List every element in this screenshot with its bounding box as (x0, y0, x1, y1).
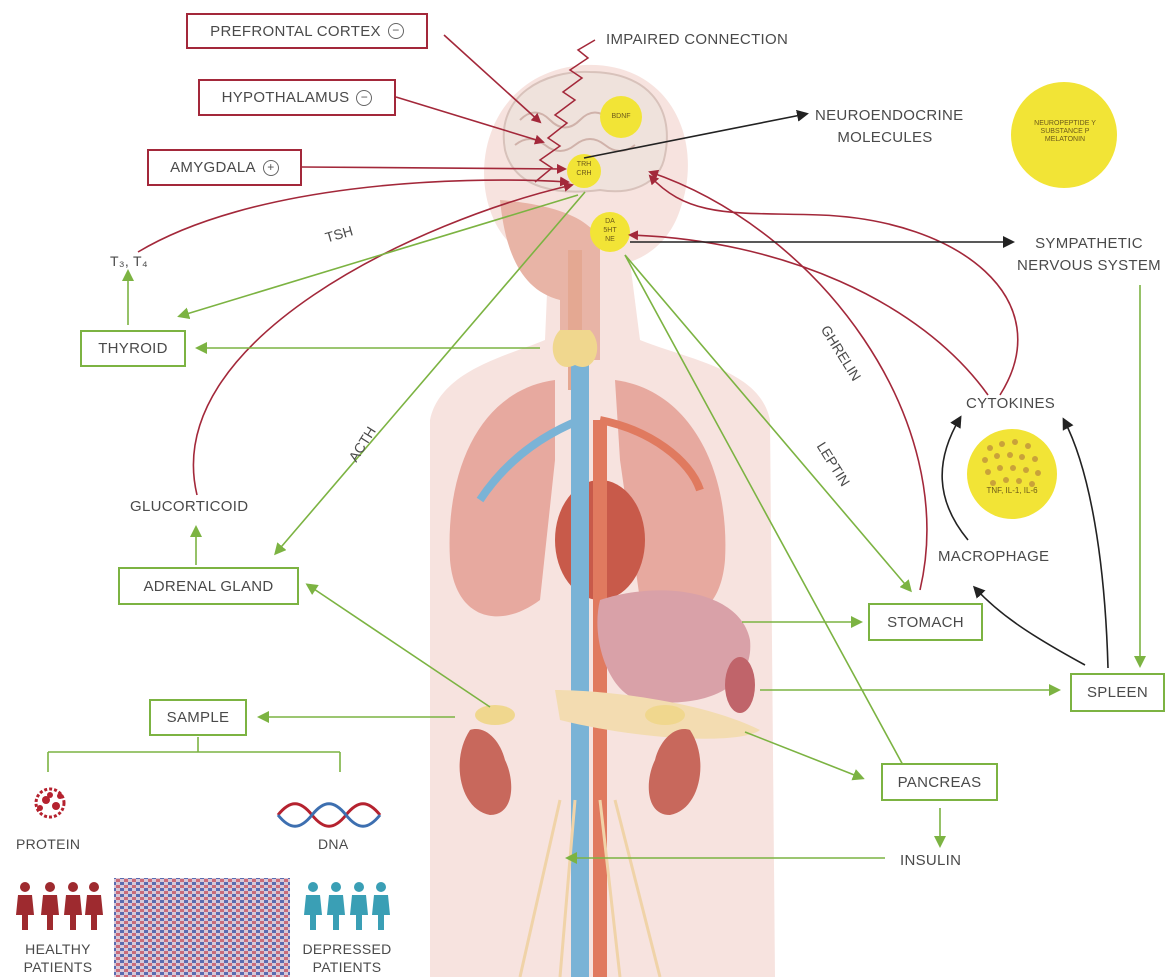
macrophage-label: MACROPHAGE (938, 548, 1049, 565)
t3t4-label: T₃, T₄ (110, 253, 148, 269)
neuropeptide-y-label: NEUROPEPTIDE Y (1020, 120, 1110, 128)
hypothalamus-label: HYPOTHALAMUS (222, 89, 350, 106)
sympathetic-line1: SYMPATHETIC (1010, 233, 1168, 255)
depressed-line2: PATIENTS (292, 958, 402, 976)
thyroid-box: THYROID (80, 330, 186, 367)
sympathetic-label: SYMPATHETIC NERVOUS SYSTEM (1010, 233, 1168, 277)
glucorticoid-label: GLUCORTICOID (130, 498, 248, 515)
dna-label: DNA (318, 836, 348, 852)
excite-symbol: + (263, 160, 279, 176)
protein-label: PROTEIN (16, 836, 80, 852)
depressed-patients-label: DEPRESSED PATIENTS (292, 940, 402, 976)
substance-p-label: SUBSTANCE P (1020, 128, 1110, 136)
healthy-figures-icon (16, 882, 103, 930)
pancreas-box: PANCREAS (881, 763, 998, 801)
prefrontal-cortex-label: PREFRONTAL CORTEX (210, 23, 381, 40)
crh-label: CRH (572, 170, 596, 178)
hypothalamus-box: HYPOTHALAMUS − (198, 79, 396, 116)
healthy-patients-label: HEALTHY PATIENTS (8, 940, 108, 976)
healthy-line1: HEALTHY (8, 940, 108, 958)
sympathetic-line2: NERVOUS SYSTEM (1010, 255, 1168, 277)
arrow-spleen-macrophage (975, 588, 1085, 665)
protein-icon (36, 789, 64, 817)
neuroendocrine-label: NEUROENDOCRINE MOLECULES (815, 105, 955, 149)
arrow-macrophage-cytokines (942, 418, 968, 540)
arrow-spleen-cytokines (1064, 420, 1108, 668)
cytokines-label: CYTOKINES (966, 395, 1055, 412)
impaired-connection-label: IMPAIRED CONNECTION (606, 31, 788, 48)
amygdala-box: AMYGDALA + (147, 149, 302, 186)
inhibit-symbol: − (388, 23, 404, 39)
stomach-box: STOMACH (868, 603, 983, 641)
prefrontal-cortex-box: PREFRONTAL CORTEX − (186, 13, 428, 49)
sample-tree (48, 737, 340, 772)
sample-box: SAMPLE (149, 699, 247, 736)
healthy-line2: PATIENTS (8, 958, 108, 976)
ne-label: NE (598, 236, 622, 244)
cytokine-circle (967, 429, 1057, 519)
arrow-cytokines-brain (650, 176, 1018, 395)
neuroendocrine-line2: MOLECULES (815, 127, 955, 149)
expression-heatmap (114, 878, 290, 977)
body-silhouette (430, 65, 775, 977)
bdnf-label: BDNF (607, 113, 635, 121)
depressed-line1: DEPRESSED (292, 940, 402, 958)
inhibit-symbol: − (356, 90, 372, 106)
trh-label: TRH (572, 161, 596, 169)
arrow-prefrontal (444, 35, 540, 122)
spleen-box: SPLEEN (1070, 673, 1165, 712)
adrenal-gland-box: ADRENAL GLAND (118, 567, 299, 605)
5ht-label: 5HT (598, 227, 622, 235)
dna-icon (278, 804, 380, 827)
amygdala-label: AMYGDALA (170, 159, 256, 176)
da-label: DA (598, 218, 622, 226)
melatonin-label: MELATONIN (1020, 136, 1110, 144)
cytokine-types-label: TNF, IL-1, IL-6 (977, 487, 1047, 495)
depressed-figures-icon (304, 882, 390, 930)
neuroendocrine-line1: NEUROENDOCRINE (815, 105, 955, 127)
insulin-label: INSULIN (900, 852, 961, 869)
